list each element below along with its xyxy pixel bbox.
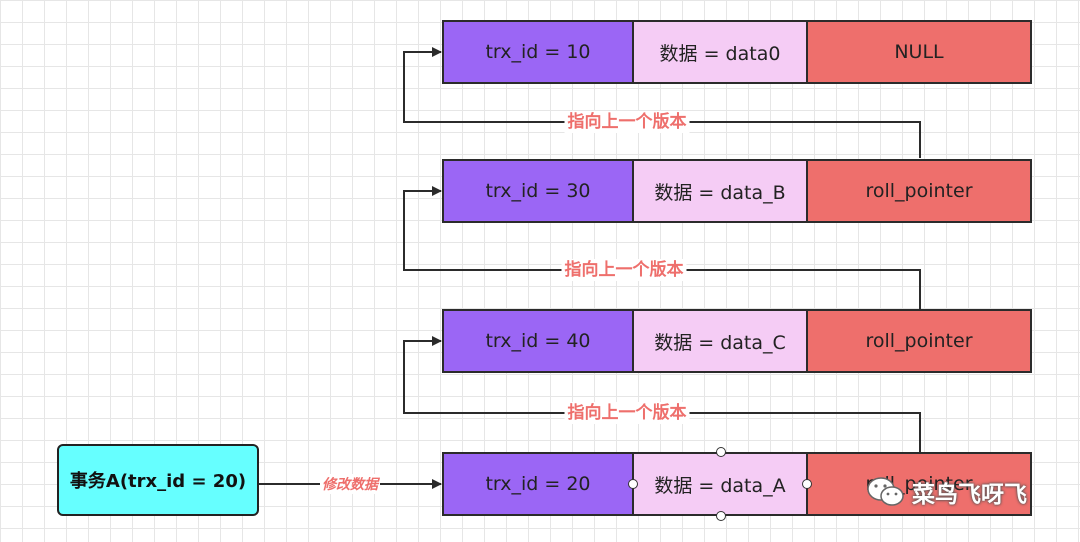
version-row: trx_id = 10 数据 = data0 NULL: [442, 20, 1032, 84]
version-row: trx_id = 30 数据 = data_B roll_pointer: [442, 159, 1032, 223]
transaction-box: 事务A(trx_id = 20): [57, 444, 259, 516]
version-link-connector: [403, 336, 921, 452]
version-link-label: 指向上一个版本: [561, 259, 687, 281]
roll-pointer-cell: roll_pointer: [806, 309, 1032, 373]
selection-handle[interactable]: [716, 447, 726, 457]
data-cell: 数据 = data_B: [632, 159, 808, 223]
watermark-text: 菜鸟飞呀飞: [912, 482, 1027, 508]
version-link-connector: [403, 47, 921, 158]
wechat-icon: [867, 477, 904, 506]
trx-id-cell: trx_id = 40: [442, 309, 634, 373]
version-row: trx_id = 40 数据 = data_C roll_pointer: [442, 309, 1032, 373]
watermark: 菜鸟飞呀飞: [866, 470, 1027, 514]
version-link-label: 指向上一个版本: [564, 402, 690, 424]
data-cell: 数据 = data0: [632, 20, 808, 84]
version-link-label: 指向上一个版本: [564, 111, 690, 133]
version-link-connector: [403, 186, 921, 309]
selection-handle[interactable]: [802, 479, 812, 489]
roll-pointer-cell: NULL: [806, 20, 1032, 84]
roll-pointer-cell: roll_pointer: [806, 159, 1032, 223]
data-cell: 数据 = data_A: [632, 452, 808, 516]
trx-id-cell: trx_id = 10: [442, 20, 634, 84]
data-cell: 数据 = data_C: [632, 309, 808, 373]
modify-label: 修改数据: [320, 474, 380, 494]
selection-handle[interactable]: [716, 511, 726, 521]
trx-id-cell: trx_id = 20: [442, 452, 634, 516]
trx-id-cell: trx_id = 30: [442, 159, 634, 223]
selection-handle[interactable]: [628, 479, 638, 489]
